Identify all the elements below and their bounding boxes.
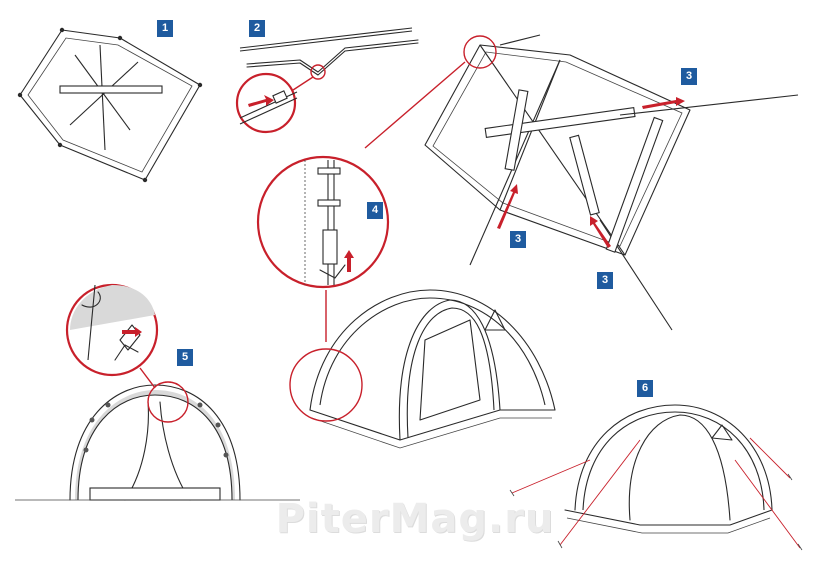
step2-pole-assembly-illustration xyxy=(237,28,418,132)
step4-pitched-tent-illustration xyxy=(290,290,555,448)
step4-clip-detail-illustration xyxy=(258,157,388,287)
step-6-badge: 6 xyxy=(637,380,653,397)
step-4-badge: 4 xyxy=(367,202,383,219)
step5-dome-clip-illustration xyxy=(15,285,300,500)
step-3-badge-left: 3 xyxy=(510,231,526,248)
step-5-badge: 5 xyxy=(177,349,193,366)
step-3-badge-bottom: 3 xyxy=(597,272,613,289)
step-2-badge: 2 xyxy=(249,20,265,37)
step1-floor-layout-illustration xyxy=(18,28,202,182)
step-3-badge-top: 3 xyxy=(681,68,697,85)
step-1-badge: 1 xyxy=(157,20,173,37)
watermark-text: PiterMag.ru xyxy=(255,496,575,542)
